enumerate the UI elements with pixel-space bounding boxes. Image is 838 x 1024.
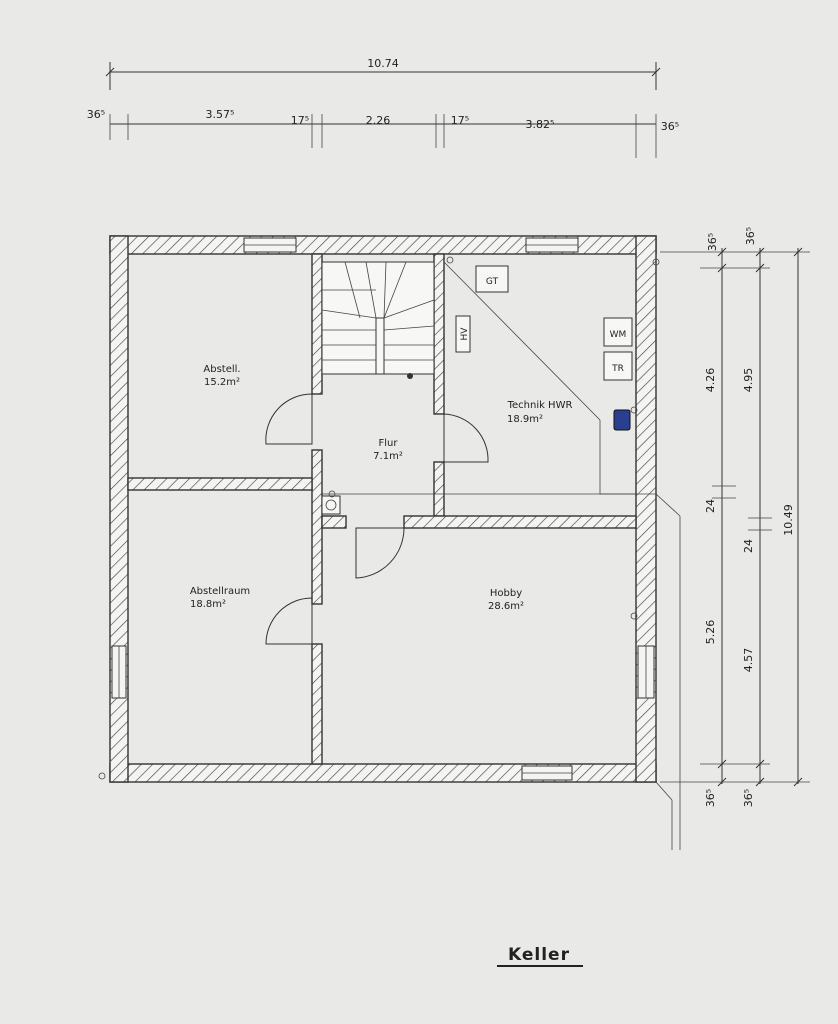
dim-overall-height: 10.49 bbox=[782, 504, 795, 536]
dim-top-seg-4: 2.26 bbox=[366, 114, 391, 127]
dim-top-seg-2: 3.57⁵ bbox=[206, 108, 235, 121]
windows bbox=[111, 237, 655, 781]
room-abstellraum-name: Abstellraum bbox=[190, 586, 250, 597]
dim-right-c2-5: 36⁵ bbox=[742, 789, 755, 807]
meter-icon bbox=[613, 409, 631, 431]
room-abstellraum-area: 18.8m² bbox=[190, 599, 226, 610]
room-technik-area: 18.9m² bbox=[507, 414, 543, 425]
dim-top-seg-3: 17⁵ bbox=[291, 114, 309, 127]
fixture-wm-label: WM bbox=[610, 330, 627, 340]
dim-top-seg-5: 17⁵ bbox=[451, 114, 469, 127]
plan-title: Keller bbox=[508, 945, 570, 965]
interior-walls bbox=[127, 253, 637, 765]
dim-top-seg-1: 36⁵ bbox=[87, 108, 105, 121]
fixture-gt-label: GT bbox=[486, 277, 499, 287]
dim-top-seg-6: 3.82⁵ bbox=[526, 118, 555, 131]
dim-right-c1-3: 24 bbox=[704, 499, 717, 513]
room-flur-area: 7.1m² bbox=[373, 451, 403, 462]
room-technik-name: Technik HWR bbox=[507, 400, 573, 411]
room-abstell-name: Abstell. bbox=[203, 364, 240, 375]
utility-line bbox=[636, 493, 681, 850]
right-dimension-lines bbox=[660, 247, 810, 787]
technik-fixtures bbox=[98, 256, 660, 780]
room-hobby-name: Hobby bbox=[490, 588, 522, 599]
doors bbox=[265, 393, 489, 645]
room-flur-name: Flur bbox=[379, 438, 399, 449]
staircase bbox=[321, 261, 435, 379]
fixture-tr-label: TR bbox=[611, 364, 624, 374]
room-hobby-area: 28.6m² bbox=[488, 601, 524, 612]
dim-top-seg-7: 36⁵ bbox=[661, 120, 679, 133]
dim-right-c2-2: 4.95 bbox=[742, 368, 755, 393]
dim-right-c1-5: 36⁵ bbox=[704, 789, 717, 807]
dim-right-c1-1: 36⁵ bbox=[706, 233, 719, 251]
dim-right-c2-4: 4.57 bbox=[742, 648, 755, 673]
dim-right-c1-4: 5.26 bbox=[704, 620, 717, 645]
dim-right-c2-3: 24 bbox=[742, 539, 755, 553]
dim-overall-width: 10.74 bbox=[367, 57, 399, 70]
top-dimension-lines bbox=[105, 62, 661, 158]
dim-right-c2-1: 36⁵ bbox=[744, 227, 757, 245]
fixture-hv-label: HV bbox=[460, 327, 470, 341]
room-abstell-area: 15.2m² bbox=[204, 377, 240, 388]
dim-right-c1-2: 4.26 bbox=[704, 368, 717, 393]
